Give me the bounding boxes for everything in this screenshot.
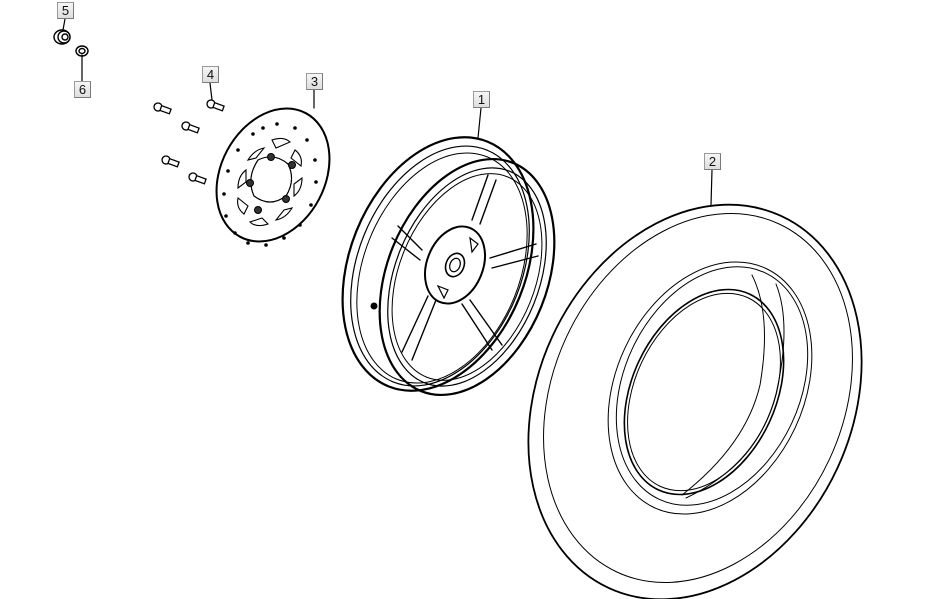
callout-part-4[interactable]: 4 — [202, 66, 219, 83]
wheel-rim-part[interactable] — [307, 109, 587, 421]
leader-lines — [62, 18, 713, 206]
callout-part-5[interactable]: 5 — [57, 2, 74, 19]
disc-bolts-part[interactable] — [153, 99, 225, 185]
brake-disc-part[interactable] — [194, 89, 352, 261]
callout-part-6[interactable]: 6 — [74, 81, 91, 98]
callout-part-2[interactable]: 2 — [704, 153, 721, 170]
tyre-part[interactable] — [466, 150, 924, 599]
callout-part-3[interactable]: 3 — [306, 73, 323, 90]
callout-part-1[interactable]: 1 — [473, 91, 490, 108]
washer-part[interactable] — [75, 45, 89, 57]
axle-nut-part[interactable] — [53, 29, 71, 45]
